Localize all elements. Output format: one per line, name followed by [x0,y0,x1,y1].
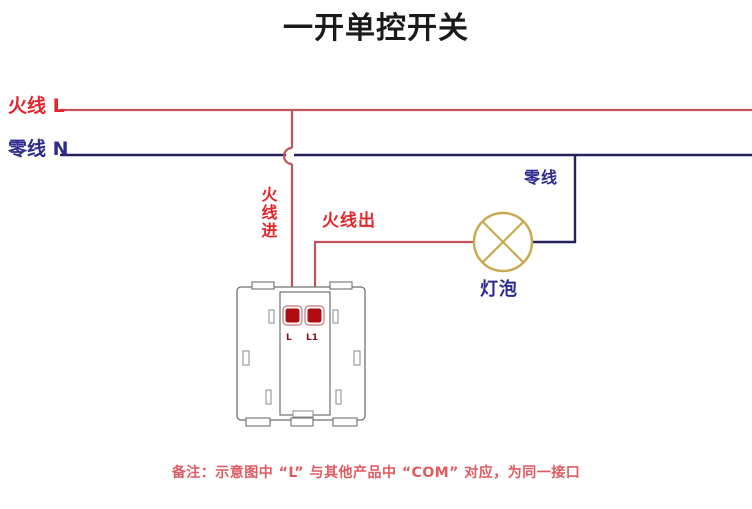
lamp-symbol [472,211,534,273]
lamp-cross-stroke-b [481,220,525,264]
live-in-label: 火线进 [261,185,278,240]
switch-device[interactable] [236,281,366,427]
switch-slot-inner-right-lower [335,389,342,405]
footnote-text: 备注：示意图中 “L” 与其他产品中 “COM” 对应，为同一接口 [171,465,581,481]
switch-slot-left [242,350,250,366]
live-out-label: 火线出 [322,211,376,231]
terminal-l1-label: L1 [306,333,318,343]
switch-slot-inner-left-upper [268,309,275,324]
terminal-l1-housing [304,305,325,326]
switch-slot-inner-left-lower [265,389,272,405]
switch-tab-bottom-right [332,417,358,427]
switch-tab-top-right [329,281,353,290]
neutral-branch-label: 零线 [524,168,559,187]
switch-notch-bottom [292,410,314,418]
switch-tab-top-left [251,281,275,290]
switch-tab-bottom-center [290,417,314,427]
neutral-wire-label: 零线 N [8,138,69,160]
terminal-l-label: L [286,333,292,343]
switch-slot-right [353,350,361,366]
terminal-l-screw[interactable] [285,308,300,323]
lamp-circle-icon [472,211,534,273]
lamp-label: 灯泡 [480,279,518,300]
live-wire-label: 火线 L [8,95,65,117]
switch-slot-inner-right-upper [332,309,339,324]
terminal-l1-screw[interactable] [307,308,322,323]
terminal-l-housing [282,305,303,326]
wire-crossover-hop [282,146,293,166]
page-title: 一开单控开关 [283,11,469,46]
switch-tab-bottom-left [245,417,271,427]
